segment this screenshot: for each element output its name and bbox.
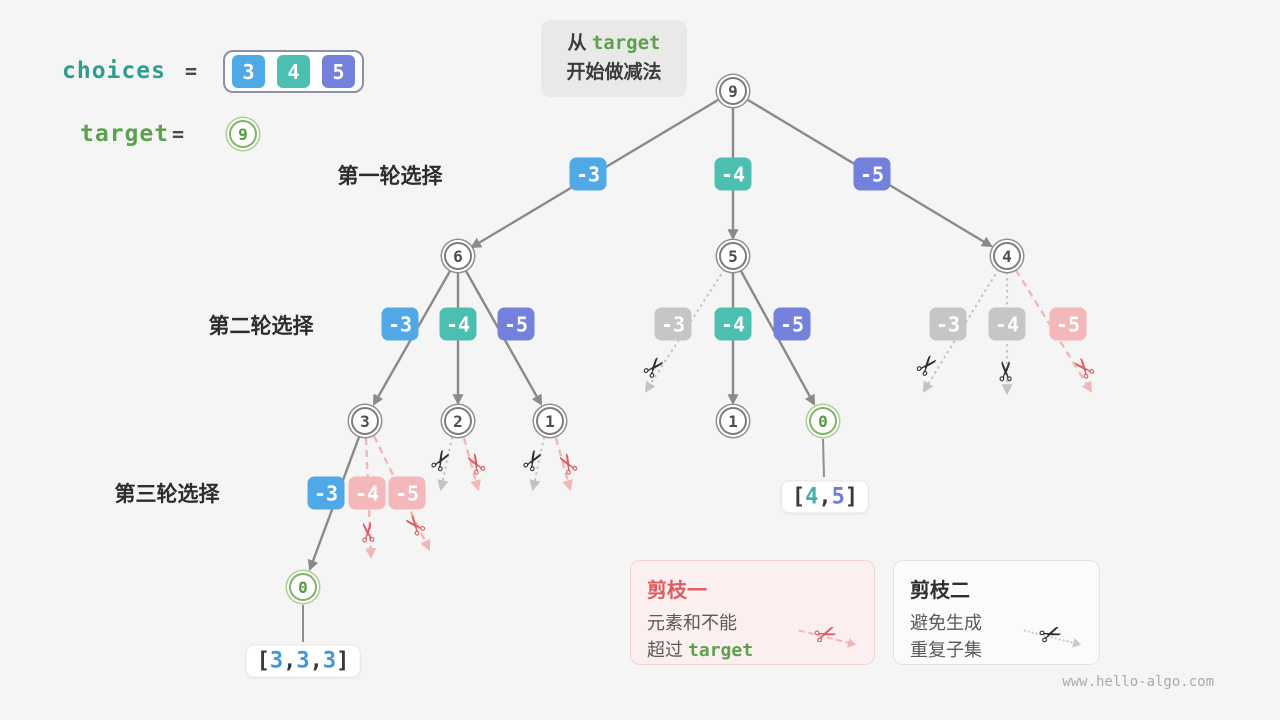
result-value-5: 5 — [831, 484, 845, 510]
bracket-open: [ — [791, 484, 806, 510]
round-1-label: 第一轮选择 — [337, 165, 443, 188]
tree-node-0-left: 0 — [289, 573, 317, 601]
prune2-legend: 剪枝二 避免生成 重复子集 ✂ — [893, 560, 1100, 665]
edge-label-r2a-minus5: -5 — [497, 307, 535, 341]
edge-label-r3-minus5-pruned: -5 — [388, 476, 426, 510]
tree-node-1-mid: 1 — [719, 407, 747, 435]
comma: , — [309, 648, 323, 674]
note-line2: 开始做减法 — [566, 62, 662, 84]
target-equals: = — [172, 122, 185, 146]
scissors-icon: ✂ — [352, 519, 386, 545]
prune2-line1: 避免生成 — [910, 613, 982, 633]
note-prefix: 从 — [567, 33, 587, 54]
note-code: target — [591, 32, 661, 54]
prune1-cut-illustration: ✂ — [794, 614, 858, 660]
scissors-icon: ✂ — [1035, 616, 1067, 654]
edge-label-r1-minus3: -3 — [569, 157, 607, 191]
edge-label-r2a-minus4: -4 — [439, 307, 477, 341]
note-line1: 从 target — [549, 29, 679, 58]
result-subset-3-3-3: [3,3,3] — [245, 644, 361, 678]
comma: , — [818, 484, 832, 510]
edge-label-r2c-minus3-pruned: -3 — [929, 307, 967, 341]
target-label: target — [80, 121, 170, 147]
tree-node-2: 2 — [444, 407, 472, 435]
choices-label: choices — [62, 58, 166, 84]
round-2-label: 第二轮选择 — [208, 315, 314, 338]
tree-node-root-9: 9 — [719, 77, 747, 105]
edge-label-r2b-minus5: -5 — [773, 307, 811, 341]
scissors-icon: ✂ — [991, 359, 1023, 383]
choice-cell-4: 4 — [277, 55, 310, 88]
result-subset-4-5: [4,5] — [780, 480, 870, 514]
prune1-legend: 剪枝一 元素和不能 超过 target ✂ — [630, 560, 875, 665]
edge-label-r2a-minus3: -3 — [381, 307, 419, 341]
prune1-title: 剪枝一 — [647, 580, 707, 602]
tree-node-6: 6 — [444, 242, 472, 270]
prune1-line2: 超过 target — [647, 637, 753, 664]
edge-label-r3-minus3: -3 — [307, 476, 345, 510]
choices-array: 3 4 5 — [223, 50, 364, 93]
tree-node-0-mid: 0 — [809, 407, 837, 435]
prune2-title: 剪枝二 — [910, 580, 970, 602]
tree-node-4: 4 — [993, 242, 1021, 270]
result-value-3b: 3 — [296, 648, 310, 674]
note-box: 从 target 开始做减法 — [541, 20, 687, 97]
result-value-4: 4 — [805, 484, 819, 510]
edge-label-r2c-minus4-pruned: -4 — [988, 307, 1026, 341]
edge-label-r1-minus5: -5 — [853, 157, 891, 191]
target-value-node: 9 — [229, 120, 257, 148]
bracket-open: [ — [256, 648, 270, 674]
bracket-close: ] — [844, 484, 859, 510]
prune1-line2-prefix: 超过 — [647, 640, 689, 660]
choice-cell-5: 5 — [322, 55, 355, 88]
bracket-close: ] — [336, 648, 350, 674]
tree-node-5: 5 — [719, 242, 747, 270]
scissors-icon: ✂ — [810, 616, 842, 654]
choices-equals: = — [185, 59, 198, 83]
edge-label-r2b-minus3-pruned: -3 — [654, 307, 692, 341]
result-value-3a: 3 — [269, 648, 284, 674]
tree-node-1-left: 1 — [536, 407, 564, 435]
tree-node-3: 3 — [351, 407, 379, 435]
edge-label-r3-minus4-pruned: -4 — [348, 476, 386, 510]
prune2-cut-illustration: ✂ — [1019, 614, 1083, 660]
prune1-line2-code: target — [688, 640, 754, 661]
prune2-line2: 重复子集 — [910, 640, 982, 660]
result-value-3c: 3 — [322, 648, 337, 674]
choice-cell-3: 3 — [232, 55, 265, 88]
comma: , — [283, 648, 297, 674]
edge-label-r2c-minus5-pruned: -5 — [1049, 307, 1087, 341]
edge-label-r2b-minus4: -4 — [714, 307, 752, 341]
watermark: www.hello-algo.com — [1062, 674, 1214, 690]
round-3-label: 第三轮选择 — [114, 483, 220, 506]
prune1-line1: 元素和不能 — [647, 613, 737, 633]
edge-label-r1-minus4: -4 — [714, 157, 752, 191]
